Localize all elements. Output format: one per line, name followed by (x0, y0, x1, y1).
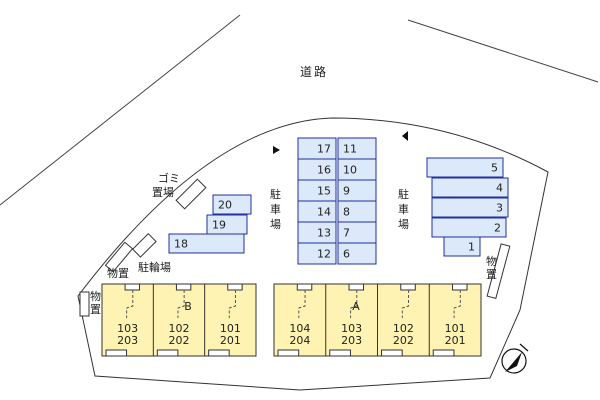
unit-number: 102 (169, 322, 190, 335)
parking-stall: 3 (431, 197, 509, 218)
triangle-marker-icon (402, 131, 408, 141)
storage-right: 物 置 (486, 243, 511, 299)
stall-number: 15 (317, 185, 331, 198)
unit-number: 203 (117, 334, 138, 347)
parking-stall: 14 (297, 200, 337, 223)
stall-number: 5 (491, 162, 498, 175)
parking-stalls: 17 16 15 14 13 12 11 10 9 8 7 6 20 19 18 5 4 3 2 1 (168, 137, 509, 265)
unit-number: 202 (169, 334, 190, 347)
unit-number: 102 (393, 322, 414, 335)
parking-stall: 5 (426, 157, 504, 178)
parking-stall: 9 (337, 179, 377, 202)
stall-number: 18 (174, 238, 188, 251)
stall-number: 11 (343, 143, 357, 156)
parking-stall: 11 (337, 137, 377, 160)
stall-number: 4 (496, 182, 503, 195)
parking-stall: 7 (337, 221, 377, 244)
svg-text:物置: 物置 (107, 266, 129, 280)
unit-number: 203 (341, 334, 362, 347)
parking-stall: 19 (206, 214, 248, 235)
parking-stall: 16 (297, 158, 337, 181)
svg-text:置: 置 (486, 268, 497, 281)
svg-text:物: 物 (90, 289, 101, 303)
parking-stall: 6 (337, 242, 377, 265)
road-label: 道路 (300, 64, 328, 79)
parking-label-right: 駐 車 場 (398, 187, 409, 231)
unit-number: 103 (117, 322, 138, 335)
stall-number: 9 (343, 185, 350, 198)
triangle-marker-icon (273, 146, 280, 154)
compass-north-icon (501, 343, 529, 374)
parking-stall: 15 (297, 179, 337, 202)
unit-number: 101 (220, 322, 241, 335)
stall-number: 1 (468, 241, 475, 254)
parking-stall: 2 (431, 217, 507, 238)
stall-number: 16 (317, 164, 331, 177)
unit-number: 202 (393, 334, 414, 347)
road-edge-right (407, 19, 599, 83)
parking-stall: 17 (297, 137, 337, 160)
svg-text:置場: 置場 (152, 186, 174, 199)
building-label: B (184, 300, 192, 313)
storage-left: 物置 物 置 (79, 241, 134, 317)
svg-text:場: 場 (398, 218, 409, 231)
svg-text:物: 物 (486, 254, 497, 268)
unit-number: 101 (445, 322, 466, 335)
buildings: 103203102202101201B104204103203102202101… (101, 283, 482, 357)
unit-number: 201 (445, 334, 466, 347)
parking-label-left: 駐 車 場 (270, 187, 281, 231)
stall-number: 17 (317, 143, 331, 156)
stall-number: 14 (317, 206, 331, 219)
stall-number: 13 (317, 227, 331, 240)
stall-number: 19 (212, 219, 226, 232)
stall-number: 2 (494, 222, 501, 235)
unit-number: 103 (341, 322, 362, 335)
svg-text:駐輪場: 駐輪場 (138, 260, 171, 274)
parking-stall: 18 (168, 233, 245, 254)
stall-number: 8 (343, 206, 350, 219)
parking-stall: 1 (443, 236, 481, 257)
svg-text:車: 車 (398, 202, 409, 216)
svg-text:場: 場 (270, 218, 281, 231)
bicycle-area: 駐輪場 (131, 232, 171, 274)
parking-stall: 13 (297, 221, 337, 244)
svg-text:置: 置 (90, 303, 101, 316)
road-edge-left (0, 14, 241, 206)
unit-number: 104 (289, 322, 310, 335)
svg-text:駐: 駐 (398, 187, 409, 201)
parking-stall: 8 (337, 200, 377, 223)
garbage-area: ゴミ 置場 (152, 171, 207, 210)
parking-stall: 10 (337, 158, 377, 181)
parking-stall: 20 (212, 194, 252, 215)
parking-stall: 4 (431, 177, 509, 198)
stall-number: 10 (343, 164, 357, 177)
svg-text:駐: 駐 (270, 187, 281, 201)
unit-number: 201 (220, 334, 241, 347)
stall-number: 6 (343, 248, 350, 261)
stall-number: 7 (343, 227, 350, 240)
stall-number: 3 (496, 202, 503, 215)
stall-number: 12 (317, 248, 331, 261)
unit-number: 204 (289, 334, 310, 347)
building-label: A (352, 300, 360, 313)
svg-text:車: 車 (270, 202, 281, 216)
parking-stall: 12 (297, 242, 337, 265)
svg-text:ゴミ: ゴミ (158, 171, 180, 185)
stall-number: 20 (218, 199, 232, 212)
